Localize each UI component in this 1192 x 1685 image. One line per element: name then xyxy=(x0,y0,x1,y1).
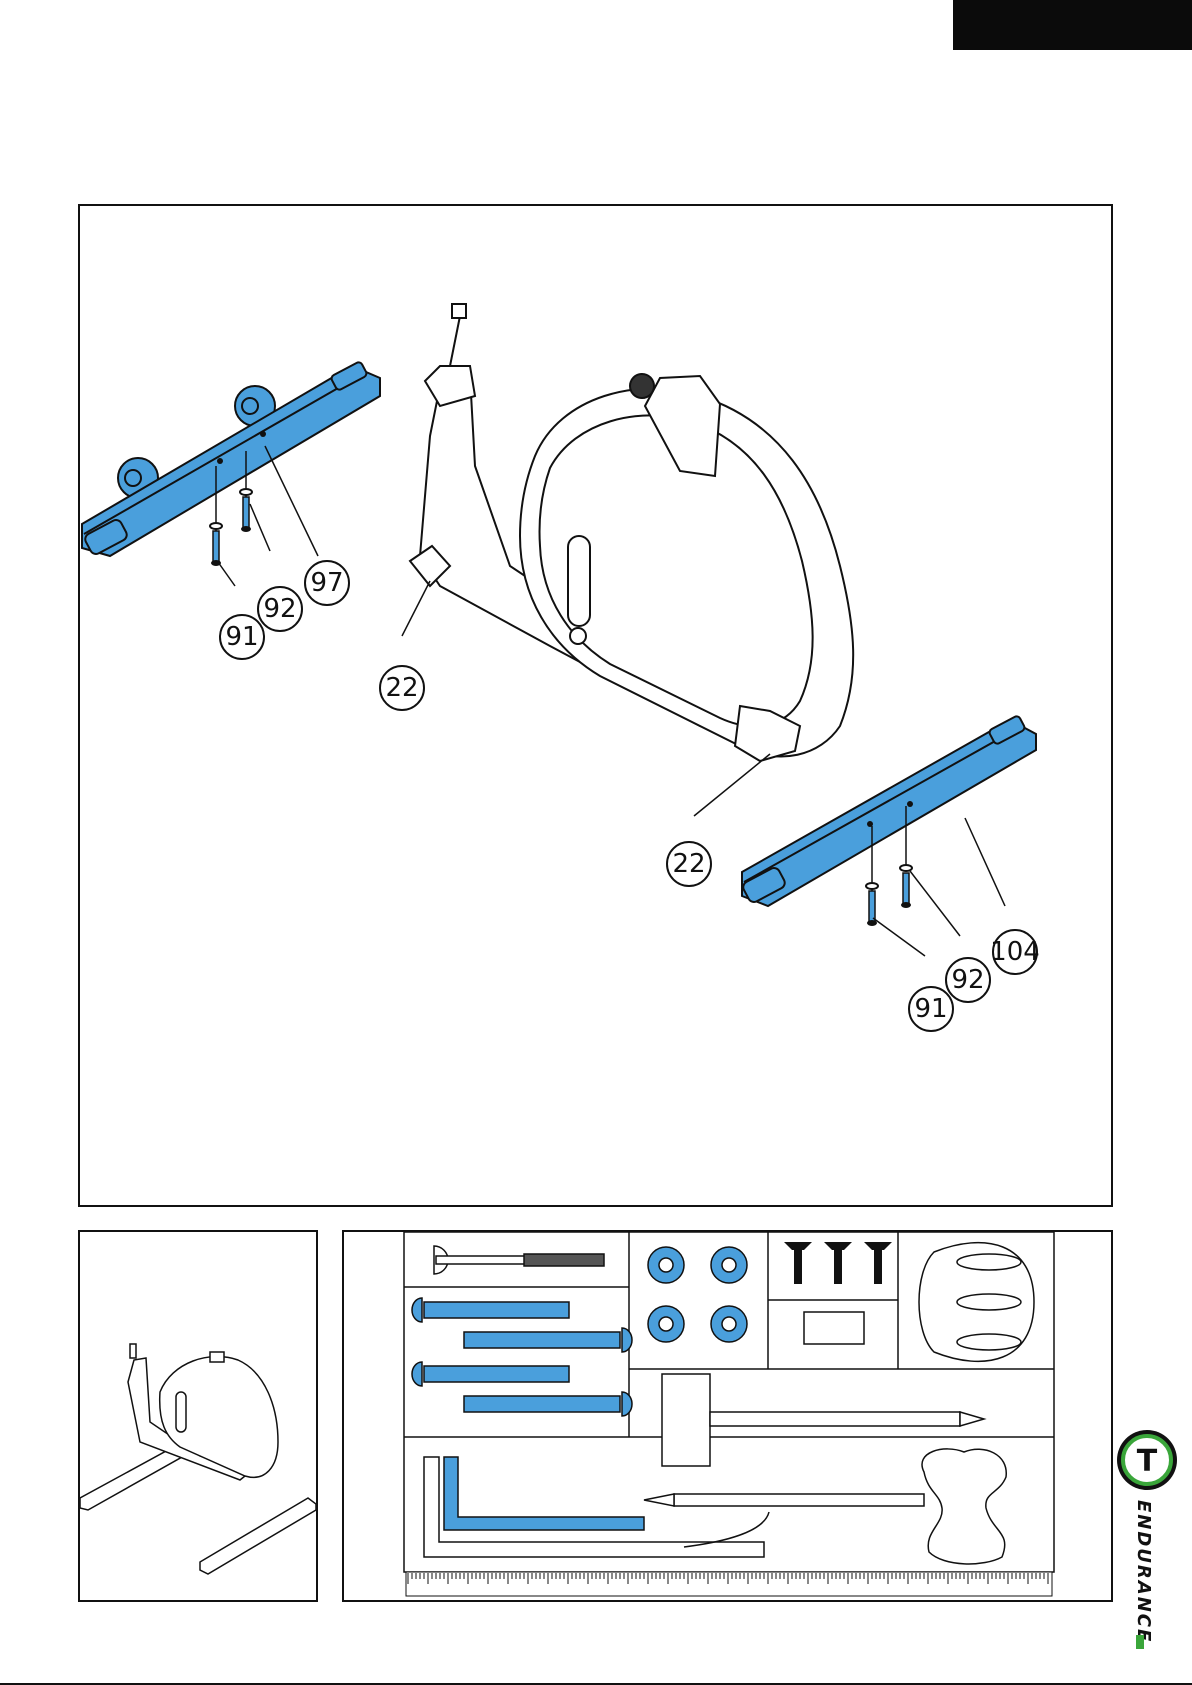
rear-stabilizer-97 xyxy=(82,361,380,556)
ruler xyxy=(406,1572,1052,1596)
callout-22-front: 22 xyxy=(672,849,705,879)
screws xyxy=(784,1242,892,1284)
callout-22-rear: 22 xyxy=(385,673,418,703)
assembly-diagram-panel: 97 92 91 22 22 104 92 91 xyxy=(78,204,1113,1207)
callout-92-front: 92 xyxy=(951,965,984,995)
hardware-kit-diagram xyxy=(344,1232,1111,1600)
callout-92-rear: 92 xyxy=(263,594,296,624)
callout-104: 104 xyxy=(990,937,1040,967)
carriage-bolt xyxy=(434,1246,604,1274)
long-bolts-91 xyxy=(412,1298,632,1416)
callout-97: 97 xyxy=(310,568,343,598)
brand-name: ENDURANCE xyxy=(1133,1500,1154,1643)
callout-91-front: 91 xyxy=(914,994,947,1024)
endurance-brand-mark: T ENDURANCE xyxy=(1112,1425,1182,1655)
brand-accent-bar xyxy=(1136,1635,1144,1649)
washers-92 xyxy=(648,1247,747,1342)
assembly-diagram: 97 92 91 22 22 104 92 91 xyxy=(80,206,1111,1205)
adjustment-knob xyxy=(919,1243,1034,1362)
bike-main-frame xyxy=(410,304,853,761)
assembled-bike-thumbnail xyxy=(80,1232,316,1600)
allen-key-icon xyxy=(424,1457,769,1557)
brand-logo-letter: T xyxy=(1137,1444,1158,1479)
assembled-preview-panel xyxy=(78,1230,318,1602)
spacer-block xyxy=(804,1312,864,1344)
page-tab-marker xyxy=(953,0,1192,50)
hardware-kit-panel xyxy=(342,1230,1113,1602)
callout-91-rear: 91 xyxy=(225,622,258,652)
